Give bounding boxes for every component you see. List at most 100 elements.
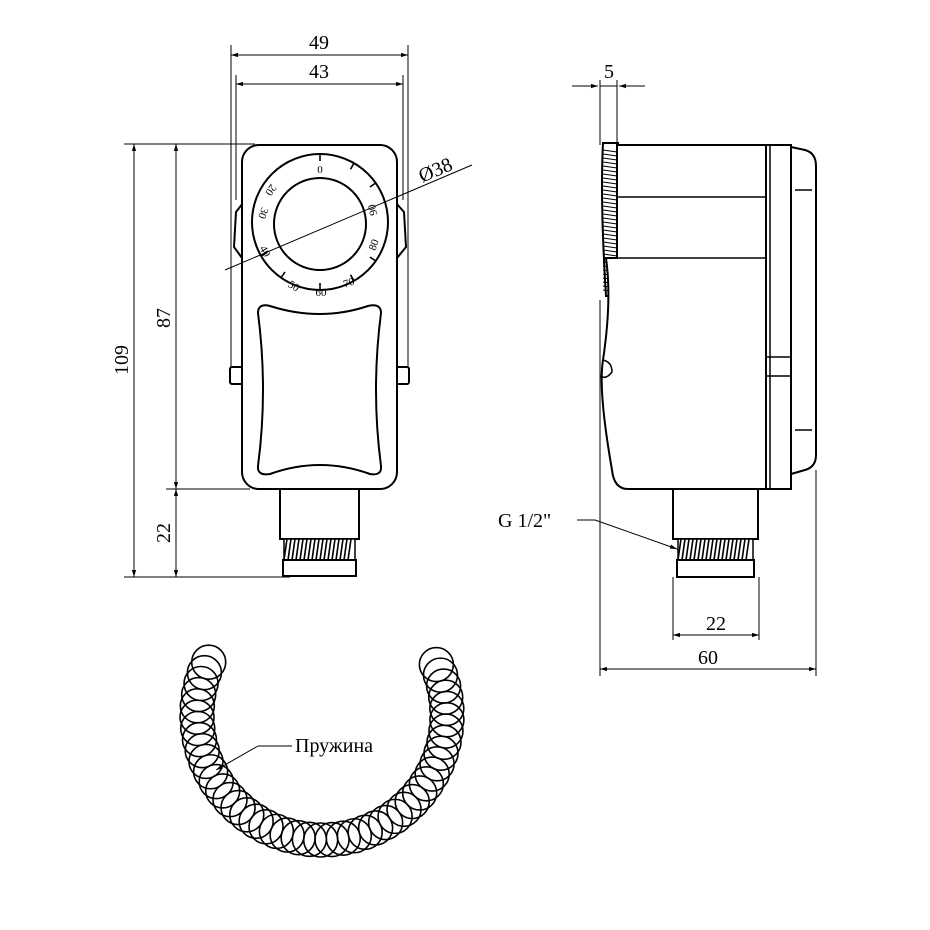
spring-coil [426,724,462,761]
thread-line [311,538,316,561]
thread-line [697,538,702,561]
dial-tick [369,182,377,188]
thread-line [315,538,320,561]
thread-line [729,538,734,561]
spring-coil [418,646,455,683]
thread-line [693,538,698,561]
knurl-line [602,217,618,221]
scale-30: 30 [255,206,270,221]
dim-87-text: 87 [153,308,175,328]
knurl-line [602,221,618,225]
spring-coil [258,813,295,850]
dimension-dial-diameter: Ø38 [224,154,473,271]
knurl-line [602,253,618,257]
knurl-line [602,161,618,165]
knurl-line [602,249,618,253]
spring-coil [184,732,221,769]
thread-line [287,538,292,561]
spring-coil [220,789,256,826]
side-back-cap [790,145,817,476]
thread-line [737,538,742,561]
spring-coil [228,797,265,833]
thread-line [347,538,352,561]
thread-line [689,538,694,561]
side-housing [600,144,767,490]
knurl-line [602,233,618,237]
dim-5-text: 5 [604,61,614,83]
spring-label: Пружина [295,735,373,757]
thread-line [701,538,706,561]
spring-coil [179,710,216,747]
thread-line [741,538,746,561]
dial-inner [273,177,367,271]
spring-coil [325,820,362,856]
dial-tick [280,271,286,279]
dimension-height-total: 109 [111,143,290,578]
dim-diameter-text: Ø38 [416,154,456,188]
spring-coil [269,817,305,853]
spring-coil [408,766,445,802]
dial-tick [260,251,268,257]
thread-line [303,538,308,561]
spring-coil [357,810,394,846]
dim-22-front-text: 22 [153,523,175,543]
side-fitting [672,488,759,540]
spring-coil [423,735,459,772]
knurl-line [602,205,618,209]
dimension-width-outer: 49 [230,32,409,378]
knurl-line [602,181,618,185]
front-window [256,304,383,476]
thread-line [283,538,288,561]
thread-line [709,538,714,561]
dim-49-text: 49 [309,32,329,54]
dimension-depth-total: 60 [599,300,817,676]
spring-coil [198,763,235,800]
thread-line [319,538,324,561]
scale-60: 60 [316,287,328,299]
spring-coil [367,804,404,841]
dial-tick [369,256,377,262]
knurl-line [602,209,618,213]
spring-coil [183,665,219,702]
thread-line [677,538,682,561]
knurl-line [602,241,618,245]
spring-coils [179,644,465,858]
thread-line [733,538,738,561]
dial-tick [349,162,355,170]
thread-line [307,538,312,561]
spring-coil [238,803,274,840]
knurl-line [602,197,618,201]
front-fitting [279,488,360,540]
knurl-line [602,245,618,249]
knurl-line [602,225,618,229]
side-notch [599,359,613,379]
thread-line [713,538,718,561]
dimension-knob-depth: 5 [572,61,645,145]
spring-coil [336,817,373,854]
thread-line [343,538,348,561]
thread-label: G 1/2" [498,510,551,532]
thread-line [745,538,750,561]
spring-coil [192,753,229,790]
knurl-line [602,173,618,177]
thread-line [717,538,722,561]
knurl-line [602,177,618,181]
thread-line [299,538,304,561]
spring-coil [414,756,450,792]
knurl-line [602,185,618,189]
knurl-line [602,237,618,241]
dimension-fitting-width: 22 [672,577,760,640]
scale-70: 70 [342,275,357,290]
spring-coil [186,654,223,691]
dim-60-text: 60 [698,647,718,669]
thread-line [681,538,686,561]
dim-22-side-text: 22 [706,613,726,635]
scale-0: 0 [317,164,323,176]
spring-coil [188,743,224,780]
front-view: 49 43 109 87 22 [111,32,473,578]
knurl-line [602,169,618,173]
knurl-line [602,165,618,169]
thread-line [295,538,300,561]
dial-tick [349,274,355,282]
